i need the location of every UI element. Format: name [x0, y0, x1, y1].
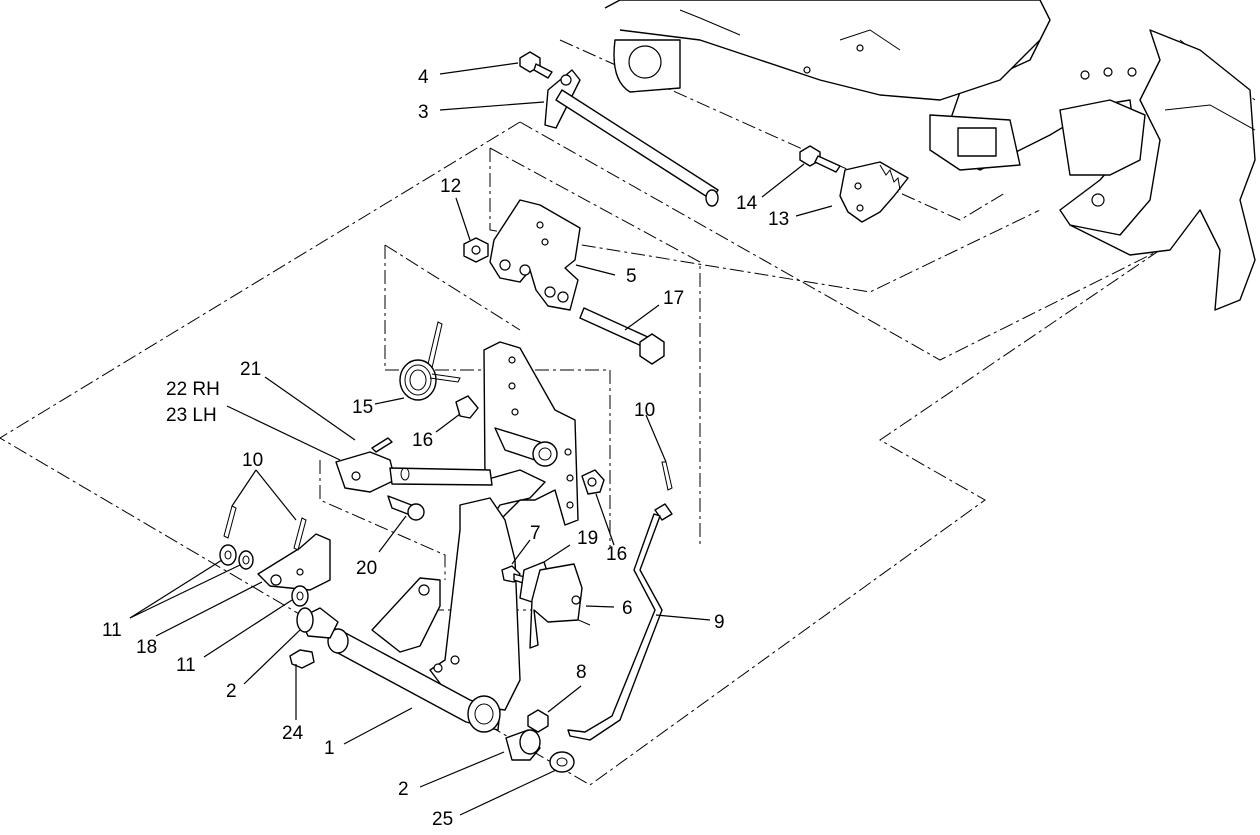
- callout-24: 24: [282, 723, 304, 744]
- callout-19: 19: [577, 528, 598, 549]
- block-part-6: [529, 563, 583, 649]
- callout-7: 7: [530, 523, 541, 544]
- callout-6: 6: [622, 598, 633, 619]
- bolt-part-17: [579, 307, 665, 365]
- callout-3: 3: [418, 102, 429, 123]
- lever-part-18: [257, 533, 331, 591]
- link-rod-part-9: [567, 503, 673, 741]
- callout-9: 9: [714, 612, 725, 633]
- bushing-part-16-upper: [455, 395, 479, 419]
- cylinder-part-22-23: [335, 451, 493, 493]
- bushing-part-2-left: [296, 607, 339, 639]
- washer-part-11c: [291, 585, 309, 607]
- callout-14: 14: [736, 193, 758, 214]
- pedal-shaft-part-1: [327, 577, 501, 733]
- callout-25: 25: [432, 809, 453, 830]
- callout-15: 15: [352, 397, 373, 418]
- callout-17: 17: [663, 288, 684, 309]
- bolt-part-4: [519, 51, 553, 79]
- bushing-part-2-right: [505, 729, 541, 761]
- callout-23: 23 LH: [166, 405, 217, 426]
- callout-4: 4: [418, 67, 429, 88]
- callout-11-left: 11: [102, 620, 122, 641]
- callout-1: 1: [324, 738, 335, 759]
- callout-11-lower: 11: [176, 655, 196, 676]
- callout-18: 18: [136, 637, 157, 658]
- callout-2-left: 2: [226, 681, 237, 702]
- cotter-pin-part-10-right: [661, 461, 673, 491]
- pedal-arm-assembly: [429, 341, 579, 711]
- nut-part-8: [527, 709, 549, 733]
- callout-21: 21: [240, 359, 261, 380]
- washer-part-11b: [238, 550, 254, 570]
- cotter-pin-part-10-left: [223, 505, 307, 551]
- bushing-part-16-right: [581, 469, 605, 495]
- mounting-bracket-part-5: [489, 199, 581, 311]
- toothed-bracket-part-13: [839, 161, 909, 223]
- callout-5: 5: [626, 266, 637, 287]
- callout-2-right: 2: [398, 779, 409, 800]
- callout-16-upper: 16: [412, 430, 433, 451]
- pin-part-21: [371, 437, 393, 453]
- nut-part-12: [463, 237, 489, 263]
- machine-frame: [604, 0, 1256, 311]
- pin-part-20: [387, 495, 425, 521]
- callout-8: 8: [576, 662, 587, 683]
- grease-fitting-part-24: [289, 649, 315, 669]
- washer-part-25: [549, 751, 575, 773]
- washer-part-11a: [219, 544, 237, 566]
- callout-10-right: 10: [634, 400, 655, 421]
- callout-10-left: 10: [242, 450, 263, 471]
- assembly-outlines: [0, 39, 1256, 786]
- bolt-part-14: [799, 145, 841, 173]
- callout-labels: 4 3 12 5 14 13 17 21 22 RH 23 LH 15 16 1…: [102, 67, 789, 830]
- callout-13: 13: [768, 209, 789, 230]
- callout-20: 20: [356, 558, 377, 579]
- callout-16-right: 16: [606, 544, 627, 565]
- leader-lines: [129, 62, 833, 816]
- callout-12: 12: [440, 176, 461, 197]
- pivot-rod-part-3: [544, 69, 719, 207]
- callout-22: 22 RH: [166, 379, 220, 400]
- torsion-spring-part-15: [399, 321, 461, 401]
